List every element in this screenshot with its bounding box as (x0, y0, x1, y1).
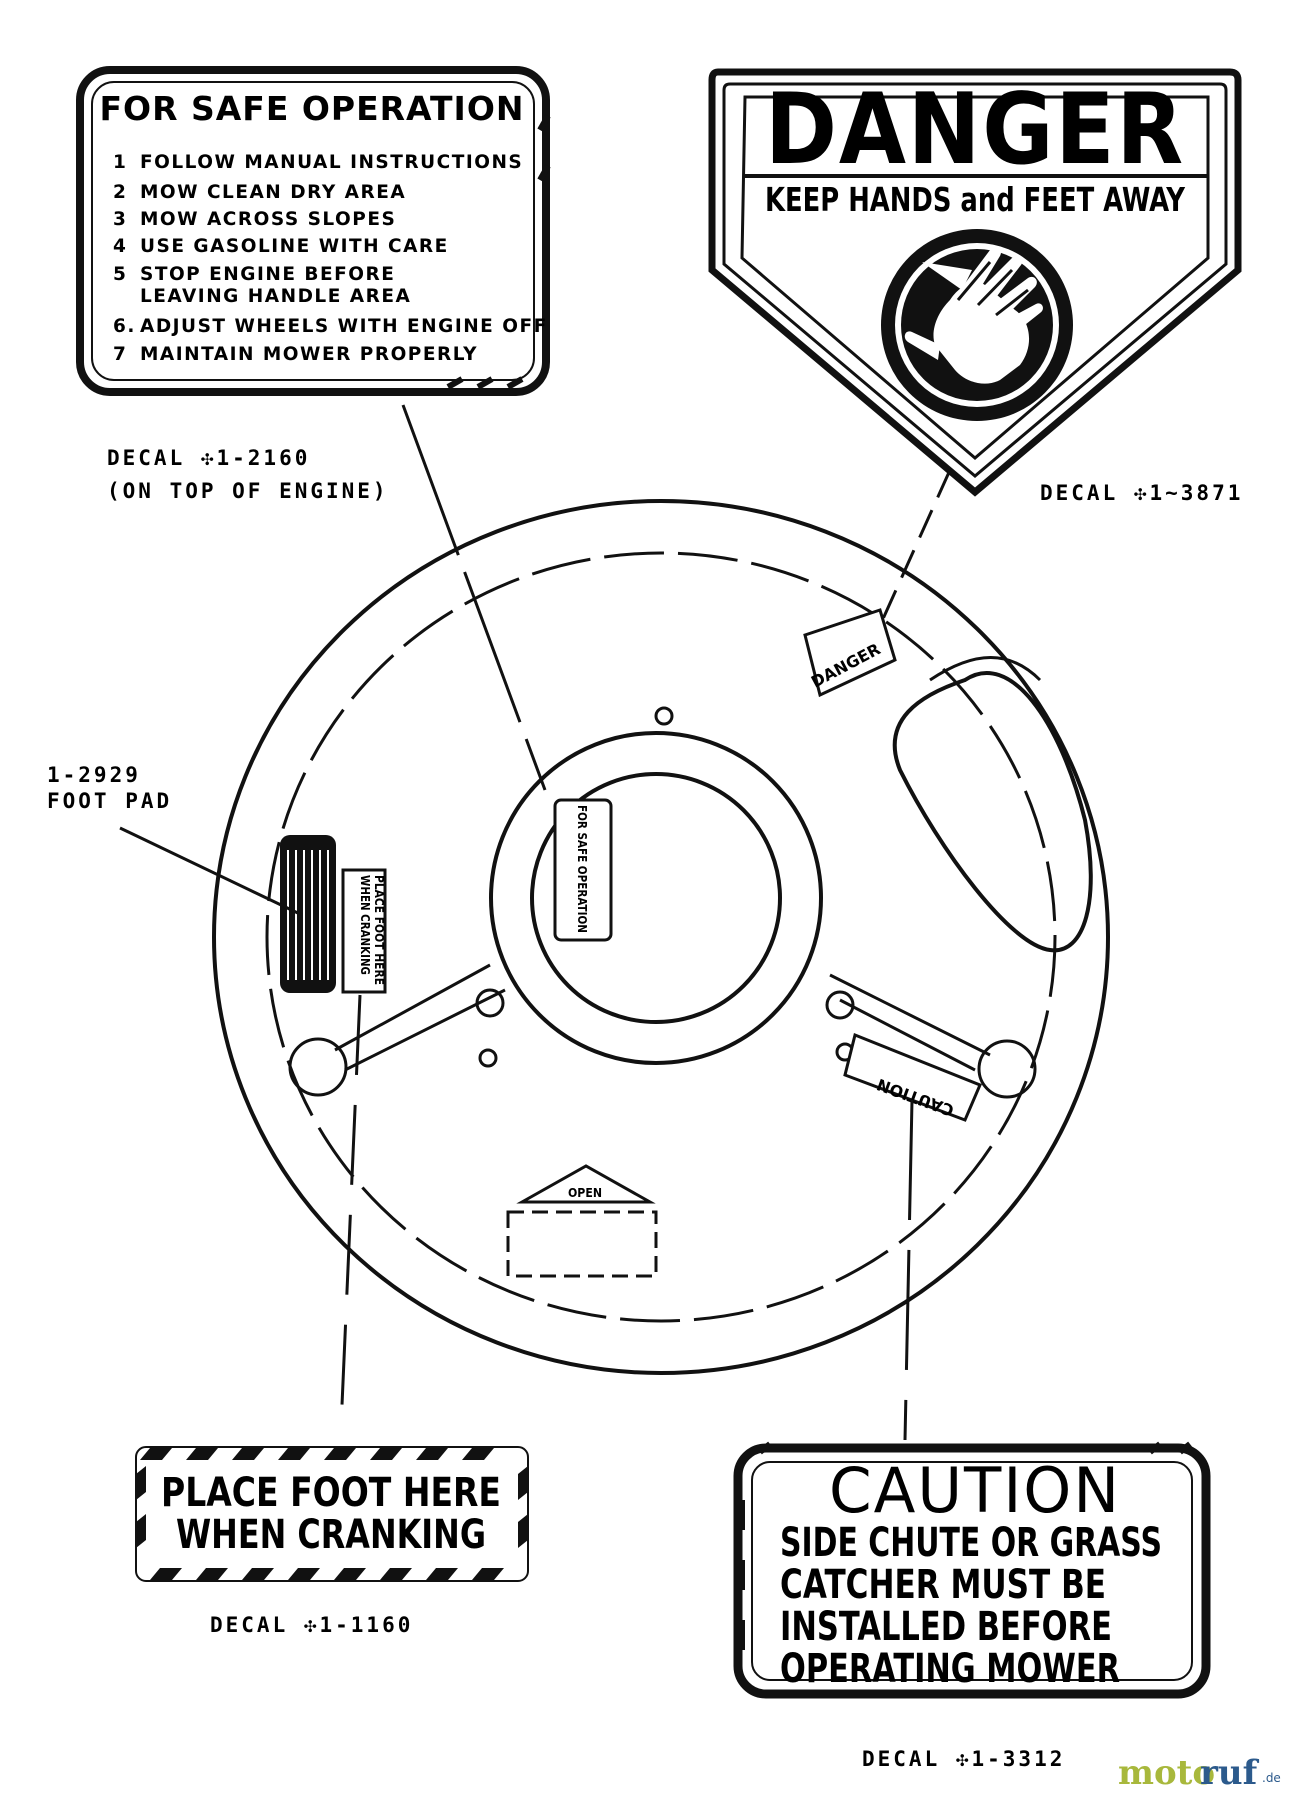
foot-pad-part-number: 1-2929 (47, 763, 141, 787)
safe-item-text: MAINTAIN MOWER PROPERLY (140, 344, 478, 365)
safe-item-number: 7 (113, 344, 127, 365)
danger-decal: DANGER KEEP HANDS and FEET AWAY (708, 68, 1242, 497)
deck-open-small-text: OPEN (568, 1186, 602, 1200)
danger-decal-title: DANGER (765, 73, 1185, 187)
safe-item-number: 2 (113, 182, 127, 203)
foot-decal: PLACE FOOT HERE WHEN CRANKING (135, 1446, 529, 1582)
watermark-part2: ruf (1200, 1753, 1260, 1793)
safe-decal-number: DECAL ✣1-2160 (107, 446, 310, 470)
safe-item-text: STOP ENGINE BEFORE (140, 264, 395, 285)
caution-decal-line: INSTALLED BEFORE (780, 1604, 1112, 1650)
danger-decal-subtitle: KEEP HANDS and FEET AWAY (765, 180, 1185, 219)
foot-pad-label: FOOT PAD (47, 789, 172, 813)
safe-decal-location-note: (ON TOP OF ENGINE) (107, 479, 389, 503)
safe-item-number: 6. (113, 316, 136, 337)
safe-item-text: FOLLOW MANUAL INSTRUCTIONS (140, 152, 523, 173)
foot-decal-number: DECAL ✣1-1160 (210, 1613, 413, 1637)
caution-decal-line: CATCHER MUST BE (780, 1562, 1106, 1608)
safe-decal-list: 1 FOLLOW MANUAL INSTRUCTIONS 2 MOW CLEAN… (113, 152, 548, 365)
watermark-part1: moto (1118, 1753, 1215, 1793)
leader-lines (119, 404, 952, 1441)
danger-decal-number: DECAL ✣1~3871 (1040, 481, 1243, 505)
safe-item-text: MOW ACROSS SLOPES (140, 209, 396, 230)
watermark-logo: moto ruf .de (1118, 1753, 1281, 1793)
mower-deck (212, 499, 1110, 1375)
safe-item-number: 5 (113, 264, 127, 285)
deck-foot-small-line1: PLACE FOOT HERE (372, 875, 386, 985)
caution-decal-line: SIDE CHUTE OR GRASS (780, 1520, 1162, 1566)
hand-hazard-icon (881, 229, 1073, 421)
caution-decal: CAUTION SIDE CHUTE OR GRASS CATCHER MUST… (733, 1441, 1211, 1699)
deck-safe-small-text: FOR SAFE OPERATION (575, 805, 589, 933)
safe-item-text: LEAVING HANDLE AREA (140, 286, 411, 307)
caution-decal-title: CAUTION (829, 1454, 1121, 1527)
foot-decal-hazard-stripes (136, 1448, 528, 1580)
foot-decal-line2: WHEN CRANKING (176, 1512, 486, 1558)
safe-item-number: 4 (113, 236, 127, 257)
watermark-suffix: .de (1262, 1771, 1281, 1785)
caution-decal-line: OPERATING MOWER (780, 1646, 1120, 1692)
foot-pad (280, 835, 336, 993)
foot-decal-line1: PLACE FOOT HERE (161, 1470, 501, 1516)
safe-decal-title: FOR SAFE OPERATION (99, 89, 524, 128)
safe-operation-decal: FOR SAFE OPERATION 1 FOLLOW MANUAL INSTR… (76, 66, 551, 396)
caution-decal-number: DECAL ✣1-3312 (862, 1747, 1065, 1771)
deck-foot-small-line2: WHEN CRANKING (358, 875, 372, 975)
safe-item-text: ADJUST WHEELS WITH ENGINE OFF (140, 316, 548, 337)
safe-item-number: 1 (113, 152, 127, 173)
safe-item-number: 3 (113, 209, 127, 230)
safe-item-text: MOW CLEAN DRY AREA (140, 182, 406, 203)
safe-decal-hazard-stripes (446, 114, 551, 390)
safe-item-text: USE GASOLINE WITH CARE (140, 236, 449, 257)
caution-decal-hazard-stripes (739, 1441, 1192, 1650)
